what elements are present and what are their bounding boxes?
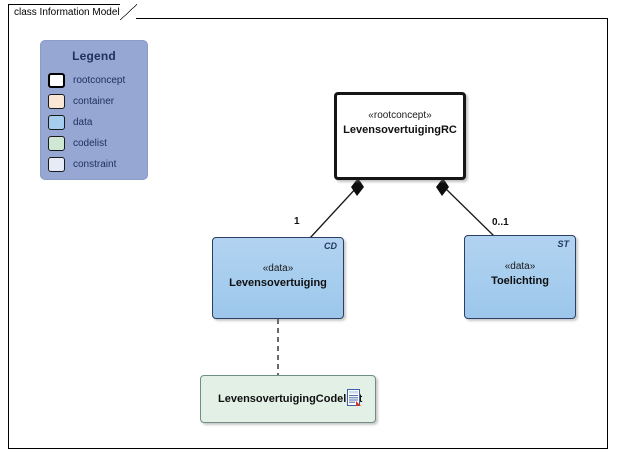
class-codelist-name: LevensovertuigingCodelijst [218,393,363,405]
legend-item-rootconcept: rootconcept [48,70,147,90]
class-left-body: «data» Levensovertuiging [213,262,343,291]
class-right-corner-marker: ST [557,239,569,249]
legend-label-codelist: codelist [73,137,107,149]
diagram-frame-label: class Information Model [8,4,137,20]
class-box-levensovertuiging[interactable]: CD «data» Levensovertuiging [212,237,344,319]
class-box-rootconcept[interactable]: «rootconcept» LevensovertuigingRC [334,92,466,180]
legend-swatch-container [48,93,65,109]
legend-item-constraint: constraint [48,154,147,174]
class-right-body: «data» Toelichting [465,260,575,289]
class-rootconcept-stereotype: «rootconcept» [368,110,432,121]
legend-swatch-data [48,114,65,130]
legend-label-rootconcept: rootconcept [73,74,126,86]
legend-items: rootconcept container data codelist cons… [48,70,147,174]
class-left-name: Levensovertuiging [229,277,327,289]
class-right-name: Toelichting [491,275,549,287]
class-rootconcept-name: LevensovertuigingRC [343,124,457,136]
class-rootconcept-body: «rootconcept» LevensovertuigingRC [337,109,463,138]
legend-label-data: data [73,116,93,128]
legend-title: Legend [72,49,116,63]
legend-swatch-constraint [48,156,65,172]
legend-swatch-codelist [48,135,65,151]
legend-item-data: data [48,112,147,132]
class-left-stereotype: «data» [262,263,294,274]
legend-item-codelist: codelist [48,133,147,153]
class-left-corner-marker: CD [324,241,337,251]
class-box-toelichting[interactable]: ST «data» Toelichting [464,235,576,319]
class-right-stereotype: «data» [504,261,536,272]
class-box-codelist[interactable]: LevensovertuigingCodelijst [200,375,376,423]
legend-swatch-rootconcept [48,72,65,88]
document-icon [347,389,363,413]
legend-panel: Legend rootconcept container data codeli… [40,40,148,180]
multiplicity-right: 0..1 [492,217,509,228]
legend-label-container: container [73,95,115,107]
multiplicity-left: 1 [294,216,300,227]
legend-label-constraint: constraint [73,158,117,170]
legend-item-container: container [48,91,147,111]
